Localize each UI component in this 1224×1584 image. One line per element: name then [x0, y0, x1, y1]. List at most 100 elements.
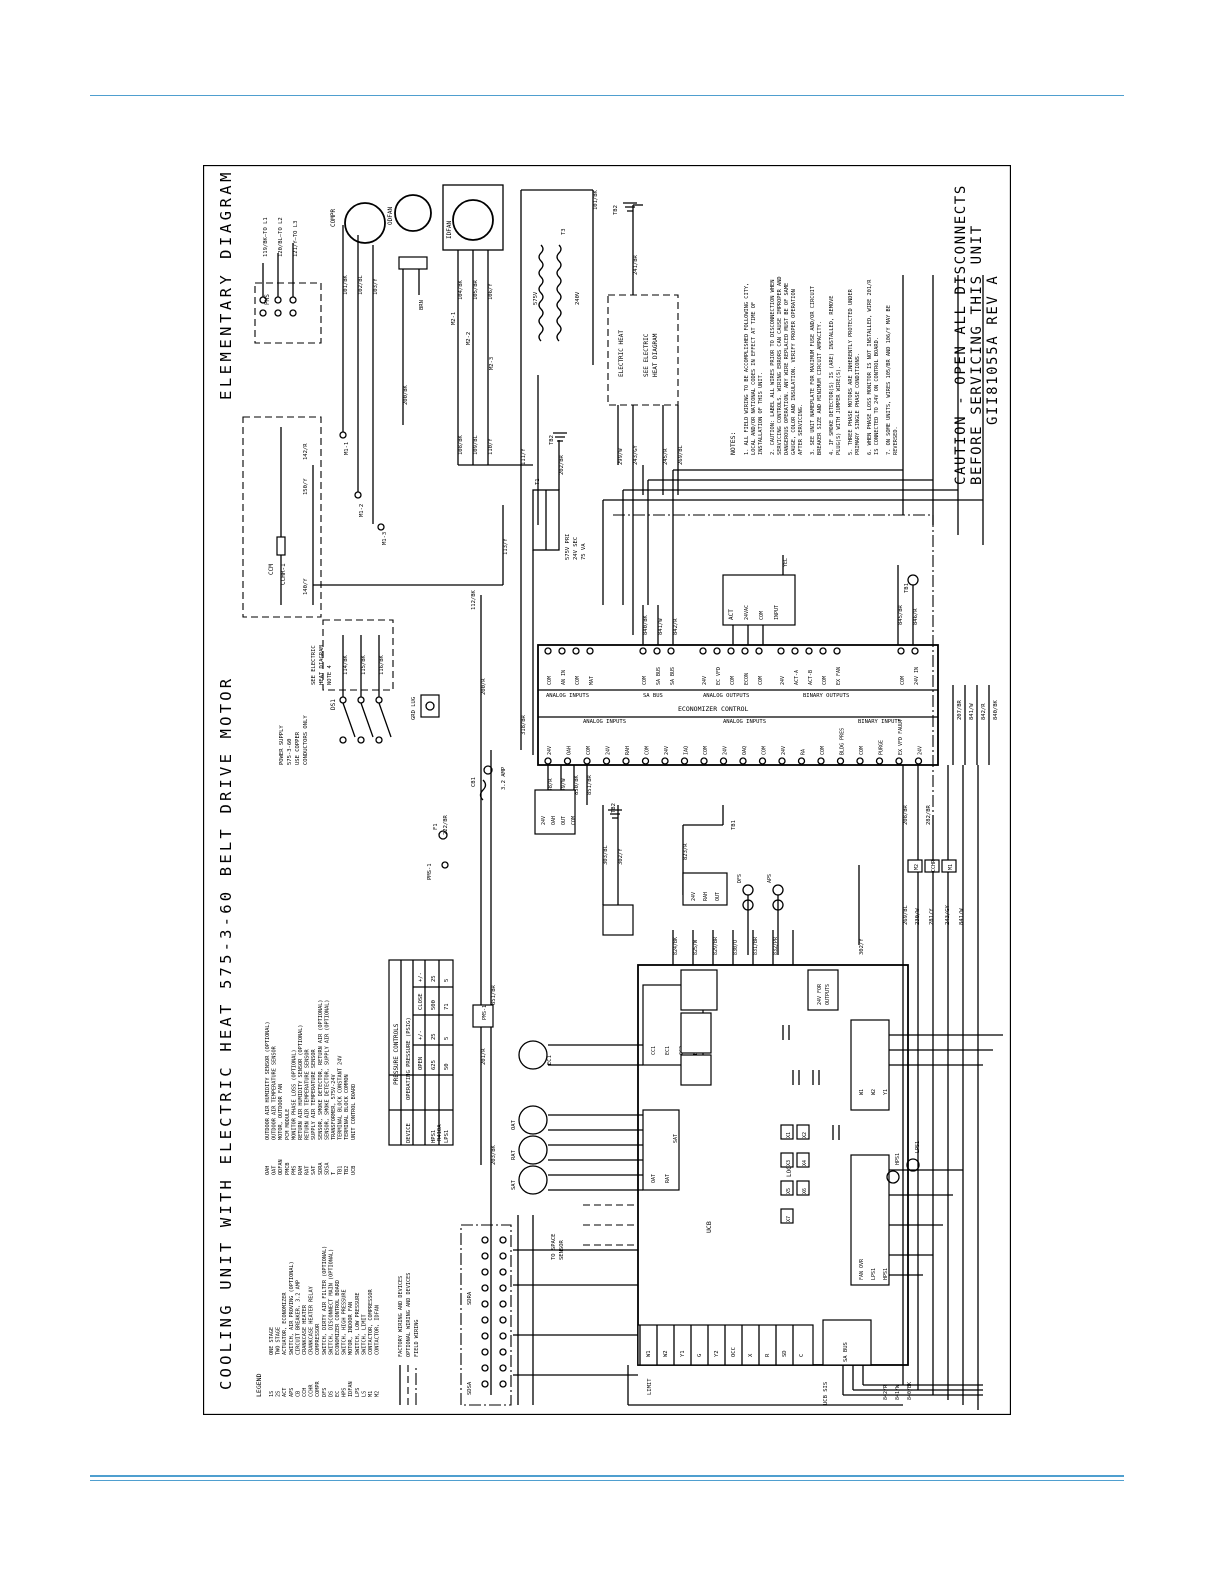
legend-desc: SENSOR, SMOKE DETECTOR, SUPPLY AIR (OPTI…	[324, 999, 330, 1140]
drawing-number: GII81055A REV A	[985, 275, 1001, 425]
svg-text:840/BK: 840/BK	[993, 699, 999, 720]
relay-box	[796, 1152, 810, 1168]
svg-text:282/BR: 282/BR	[926, 804, 932, 825]
sa-bus-label: SA BUS	[843, 1342, 849, 1362]
legend-desc: TERMINAL BLOCK COMMON	[344, 1074, 350, 1140]
sd-terminal	[499, 1348, 507, 1356]
legend-code: DS	[328, 1391, 334, 1397]
econ-terminal	[836, 757, 845, 765]
legend-code: CB	[295, 1391, 301, 1397]
unit-control-board: UCB CC1 EC1 CC2 EC2 OAT RAT SAT 24V FOR …	[637, 964, 921, 1405]
econ-terminal	[661, 757, 669, 765]
econ-terminal	[741, 647, 749, 655]
legend-code: SAT	[311, 1166, 317, 1175]
pressure-table-refrigerant: R410A	[437, 1124, 443, 1141]
econ-terminal-label: BLDG PRES	[840, 728, 846, 755]
t3-label: T3	[561, 228, 567, 235]
ucb-terminal-label: X	[748, 1353, 754, 1357]
svg-text:269/BL: 269/BL	[903, 904, 909, 925]
power-supply-4: CONDUCTORS ONLY	[303, 715, 309, 765]
svg-text:24VAC: 24VAC	[744, 605, 750, 620]
relay-label: X2	[802, 1132, 808, 1138]
svg-text:222/BR: 222/BR	[443, 814, 449, 835]
svg-text:M1-1: M1-1	[344, 442, 350, 455]
transformer-primary	[538, 244, 544, 342]
legend-code: SDRA	[318, 1162, 324, 1175]
svg-text:201/R: 201/R	[481, 1048, 487, 1065]
econ-terminal-label: EX FAN	[836, 667, 842, 685]
note-line: PLUG(S) WITH JUMPER WIRE(S).	[836, 366, 842, 455]
note-line: 1. ALL FIELD WIRING TO BE ACCOMPLISHED F…	[744, 283, 750, 455]
relay-label: X7	[786, 1216, 792, 1222]
econ-terminal-label: COM	[645, 746, 651, 755]
svg-text:COM: COM	[759, 611, 765, 620]
svg-text:832/PR: 832/PR	[773, 936, 779, 955]
ucb-terminal-label: Y1	[680, 1350, 686, 1357]
sd-terminal	[481, 1300, 489, 1308]
power-supply-3: USE COPPER	[295, 731, 301, 765]
note-line: LOCAL AND/OR NATIONAL CODES IN EFFECT AT…	[751, 302, 757, 455]
svg-text:APS: APS	[767, 874, 773, 883]
svg-text:200/R: 200/R	[481, 678, 487, 695]
legend-desc: CONTACTOR, COMPRESSOR	[368, 1289, 374, 1355]
legend-code: ACT	[282, 1388, 288, 1397]
econ-terminal-label: COM	[762, 746, 768, 755]
econ-terminal	[563, 757, 572, 765]
legend-code: HPS	[342, 1388, 348, 1397]
sd-terminal	[499, 1268, 507, 1276]
econ-terminal-label: ACT-A	[794, 670, 800, 685]
tb1-label: TB1	[904, 583, 910, 593]
power-supply-2: 575-3-60	[287, 739, 293, 766]
legend-code: T	[331, 1172, 337, 1175]
sd-terminal	[499, 1236, 507, 1244]
econ-terminal	[833, 647, 841, 655]
econ-terminal	[797, 757, 806, 765]
svg-text:208/BR: 208/BR	[903, 804, 909, 825]
idfan-label: IDFAN	[446, 221, 453, 239]
svg-text:842/R: 842/R	[673, 618, 679, 635]
legend-desc: SWITCH, AIR PROVING (OPTIONAL)	[289, 1261, 295, 1355]
pressure-cell: 625	[431, 1060, 437, 1070]
sd-terminal	[481, 1332, 489, 1340]
econ-terminal	[914, 757, 923, 765]
pressure-controls-table: PRESSURE CONTROLS DEVICE OPERATING PRESS…	[388, 959, 454, 1146]
sd-terminal	[481, 1268, 489, 1276]
limit-label: LIMIT	[647, 1378, 653, 1395]
svg-text:842/R: 842/R	[981, 703, 987, 720]
svg-text:M2-1: M2-1	[451, 312, 457, 325]
econ-terminal-label: COM	[703, 746, 709, 755]
sd-terminal	[499, 1380, 507, 1388]
econ-terminal	[583, 757, 591, 765]
econ-terminal-label: COM	[900, 676, 906, 685]
power-supply-1: POWER SUPPLY	[279, 725, 285, 765]
svg-text:113/Y: 113/Y	[503, 538, 509, 555]
pressure-cell: HPS1	[431, 1130, 437, 1143]
econ-terminal-label: 24V	[723, 746, 729, 755]
legend-desc: TRANSFORMER, 575V-24V	[331, 1074, 337, 1140]
econ-terminal-label: OAQ	[742, 746, 748, 755]
econ-terminal	[544, 757, 552, 765]
svg-text:PMS-1: PMS-1	[482, 1005, 488, 1020]
note-line: 3. SEE UNIT NAMEPLATE FOR MAXIMUM FUSE A…	[810, 285, 816, 455]
footer-rule-thin	[90, 1480, 1124, 1481]
svg-text:841/W: 841/W	[895, 1384, 901, 1400]
pms-module	[472, 1004, 494, 1028]
pressure-cell: 25	[431, 975, 437, 982]
econ-binary-outputs: BINARY OUTPUTS	[803, 693, 849, 699]
svg-text:105/BR: 105/BR	[473, 279, 479, 300]
econ-terminal-label: SA BUS	[670, 667, 676, 685]
tb2-label-lower: TB2	[611, 803, 617, 813]
svg-text:850/BK: 850/BK	[574, 774, 580, 795]
svg-text:842/R: 842/R	[883, 1384, 889, 1400]
control-transformer: 575V PRI 24V SEC 75 VA T1 202/BR TB2	[532, 435, 587, 561]
svg-text:849/W: 849/W	[561, 778, 567, 795]
econ-terminal-label: COM	[730, 676, 736, 685]
transformer-1: 575V PRI	[565, 534, 571, 561]
econ-terminal-label: COM	[758, 676, 764, 685]
svg-text:112/BK: 112/BK	[471, 589, 477, 610]
econ-terminal	[758, 757, 767, 765]
econ-terminal-label: MAT	[589, 676, 595, 685]
act-label: ACT	[728, 609, 735, 620]
sd-terminal	[499, 1364, 507, 1372]
